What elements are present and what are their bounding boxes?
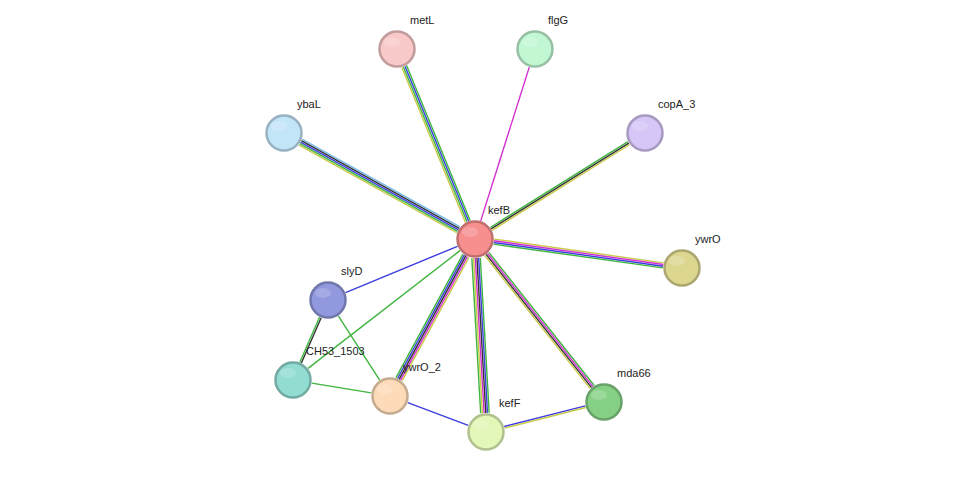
evidence-strand	[491, 143, 629, 229]
protein-node: ywrO_2	[371, 377, 409, 415]
interaction-edge	[493, 239, 663, 268]
evidence-strand	[302, 139, 460, 227]
node-highlight	[522, 37, 538, 47]
evidence-strand	[399, 256, 466, 380]
interaction-edge	[481, 67, 530, 221]
node-circle	[467, 413, 505, 451]
interaction-edge	[312, 383, 372, 393]
node-highlight	[384, 37, 400, 47]
evidence-strand	[493, 244, 662, 268]
node-circle	[371, 377, 409, 415]
evidence-strand	[300, 144, 458, 232]
protein-label: CH53_1503	[306, 345, 365, 358]
node-circle	[626, 114, 664, 152]
node-disc	[311, 283, 346, 318]
node-disc	[267, 116, 302, 151]
evidence-strand	[494, 241, 663, 265]
node-disc	[373, 379, 408, 414]
evidence-strand	[299, 145, 457, 233]
node-highlight	[669, 256, 685, 266]
protein-label: slyD	[341, 265, 362, 278]
interaction-edge	[504, 406, 586, 428]
evidence-strand	[481, 67, 530, 221]
evidence-strand	[492, 144, 630, 230]
node-circle	[456, 220, 494, 258]
protein-label: kefB	[488, 204, 510, 217]
protein-node: kefB	[456, 220, 494, 258]
evidence-strand	[402, 257, 469, 381]
protein-label: ywrO_2	[403, 361, 441, 374]
protein-node: slyD	[309, 281, 347, 319]
evidence-strand	[312, 383, 372, 393]
node-disc	[458, 222, 493, 257]
node-disc	[469, 415, 504, 450]
protein-label: mda66	[617, 367, 651, 380]
evidence-strand	[396, 254, 463, 378]
node-circle	[309, 281, 347, 319]
evidence-strand	[485, 255, 590, 388]
node-disc	[628, 116, 663, 151]
node-highlight	[632, 121, 648, 131]
node-highlight	[473, 420, 489, 430]
evidence-strand	[408, 403, 468, 426]
node-disc	[276, 363, 311, 398]
evidence-strand	[472, 258, 481, 413]
evidence-strand	[490, 142, 628, 228]
evidence-strand	[301, 141, 459, 229]
evidence-strand	[494, 239, 663, 263]
protein-node: flgG	[516, 30, 554, 68]
interaction-edge	[402, 66, 470, 223]
node-circle	[274, 361, 312, 399]
protein-label: flgG	[548, 14, 568, 27]
node-highlight	[377, 384, 393, 394]
node-circle	[585, 383, 623, 421]
node-highlight	[462, 227, 478, 237]
node-disc	[665, 251, 700, 286]
protein-label: ywrO	[695, 233, 721, 246]
node-highlight	[280, 368, 296, 378]
node-circle	[663, 249, 701, 287]
protein-node: CH53_1503	[274, 361, 312, 399]
protein-node: ywrO	[663, 249, 701, 287]
interaction-edge	[408, 403, 468, 426]
interaction-edge	[396, 254, 469, 381]
interaction-edge	[472, 258, 489, 414]
evidence-strand	[398, 255, 465, 379]
evidence-strand	[301, 142, 459, 230]
node-highlight	[271, 121, 287, 131]
protein-label: kefF	[499, 397, 520, 410]
node-disc	[587, 385, 622, 420]
protein-node: mda66	[585, 383, 623, 421]
node-circle	[265, 114, 303, 152]
evidence-strand	[505, 408, 586, 429]
node-highlight	[315, 288, 331, 298]
protein-node: ybaL	[265, 114, 303, 152]
interaction-edge	[490, 142, 630, 231]
protein-label: ybaL	[297, 98, 321, 111]
evidence-strand	[486, 254, 591, 387]
node-highlight	[591, 390, 607, 400]
protein-label: copA_3	[658, 98, 695, 111]
protein-node: copA_3	[626, 114, 664, 152]
evidence-strand	[489, 252, 594, 385]
protein-label: metL	[410, 14, 434, 27]
evidence-strand	[405, 66, 469, 221]
protein-node: metL	[378, 30, 416, 68]
evidence-strand	[487, 253, 592, 386]
protein-node: kefF	[467, 413, 505, 451]
node-disc	[380, 32, 415, 67]
node-circle	[516, 30, 554, 68]
evidence-strand	[403, 67, 467, 222]
node-circle	[378, 30, 416, 68]
evidence-strand	[494, 242, 663, 266]
evidence-strand	[474, 258, 483, 413]
interaction-edge	[299, 139, 460, 233]
interaction-edge	[485, 252, 594, 388]
node-disc	[518, 32, 553, 67]
evidence-strand	[407, 66, 471, 221]
evidence-strand	[401, 257, 468, 381]
